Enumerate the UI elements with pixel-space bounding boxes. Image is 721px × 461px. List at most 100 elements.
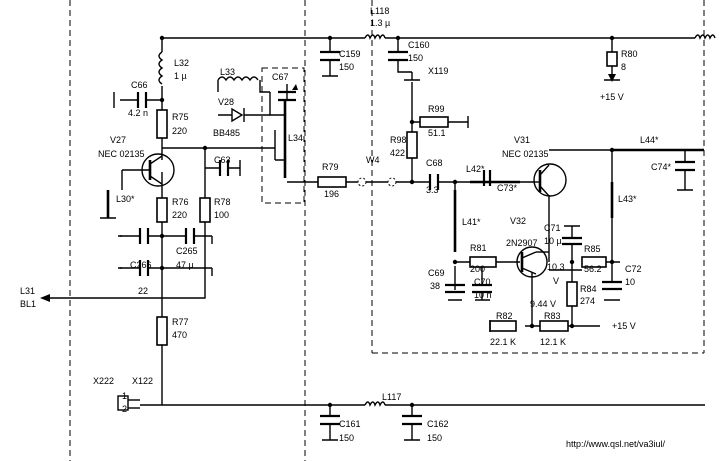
component-label: 470: [172, 330, 187, 340]
arrow-down-icon: [608, 74, 616, 82]
component-label: NEC 02135: [98, 149, 145, 159]
component-label: NEC 02135: [502, 149, 549, 159]
component-label: 100: [214, 210, 229, 220]
component-label: 274: [580, 296, 595, 306]
component-label: X222: [93, 376, 114, 386]
junction-dots: [159, 35, 615, 408]
capacitor-C66: [136, 92, 148, 108]
resistor-R80: [606, 51, 618, 67]
component-label: 10 n: [474, 290, 492, 300]
component-label: C73*: [497, 183, 518, 193]
component-label: BB485: [213, 128, 240, 138]
resistor-R99: [419, 116, 449, 128]
component-label: R78: [214, 197, 231, 207]
component-label: W4: [366, 155, 380, 165]
component-label: 220: [172, 126, 187, 136]
component-label: 2N2907: [506, 238, 538, 248]
transistor-V27: [141, 153, 175, 187]
component-label: C66: [131, 80, 148, 90]
component-label: V: [553, 276, 559, 286]
component-label: L30*: [116, 194, 135, 204]
transistor-V31: [533, 163, 567, 197]
component-label: R83: [544, 311, 561, 321]
component-label: 3.3: [426, 185, 439, 195]
inductor-L118: [364, 34, 386, 40]
capacitor-C69: [445, 283, 465, 294]
component-label: R80: [621, 49, 638, 59]
component-label: 4.2 n: [128, 108, 148, 118]
capacitor-C265: [184, 228, 196, 244]
resistor-R77: [156, 316, 168, 346]
diode-V28: [231, 107, 245, 123]
component-label: 10: [625, 277, 635, 287]
connector-X222: [117, 395, 140, 411]
component-label: R98: [390, 135, 407, 145]
capacitor-C67: [278, 90, 296, 102]
component-label: L117: [382, 392, 401, 402]
component-label: 150: [339, 62, 354, 72]
output-arrow-icon: [40, 294, 50, 302]
component-label: L41*: [462, 217, 481, 227]
capacitor-C160: [388, 50, 408, 62]
component-label: 422: [390, 148, 405, 158]
component-label: R84: [580, 284, 597, 294]
component-label: L33: [220, 67, 235, 77]
component-label: C69: [428, 268, 445, 278]
component-label: C159: [339, 49, 361, 59]
component-label: 38: [430, 281, 440, 291]
resistor-R75: [156, 109, 168, 139]
component-label: 196: [324, 189, 339, 199]
transistors: [141, 153, 567, 278]
resistor-R82: [489, 320, 517, 332]
component-label: 1 µ: [174, 71, 187, 81]
component-label: 56.2: [584, 264, 602, 274]
component-label: R81: [470, 243, 487, 253]
capacitor-C71: [562, 236, 582, 246]
transistor-V32: [516, 246, 549, 278]
inductor-L117: [364, 401, 386, 407]
inductor-L33: [217, 76, 259, 82]
component-label: 150: [427, 433, 442, 443]
component-label: 200: [470, 264, 485, 274]
component-label: V31: [514, 135, 530, 145]
component-label: 9.44 V: [530, 299, 556, 309]
component-label: L42*: [466, 164, 485, 174]
capacitor-C72: [602, 280, 622, 291]
capacitor-C63: [218, 160, 230, 176]
component-label: R82: [496, 311, 513, 321]
component-label: C71: [544, 223, 561, 233]
inductors: [106, 34, 716, 407]
component-label: C161: [339, 419, 361, 429]
component-label: R85: [584, 244, 601, 254]
resistor-R81: [469, 256, 497, 268]
capacitor-C73: [482, 170, 492, 186]
inductor-top-right: [694, 34, 716, 40]
component-label: R99: [428, 104, 445, 114]
component-label: R79: [322, 162, 339, 172]
capacitor-C266-a: [138, 260, 150, 276]
capacitor-C161: [320, 414, 340, 426]
resistor-R76: [156, 197, 168, 223]
component-label: 12.1 K: [540, 337, 566, 347]
source-url: http://www.qsl.net/va3iul/: [566, 439, 666, 449]
module-boundaries: [69, 0, 705, 461]
trimmer-arrow-icon: [292, 84, 298, 90]
component-label: 47 µ: [176, 260, 194, 270]
resistor-R98: [406, 131, 418, 159]
component-label: 220: [172, 210, 187, 220]
component-label: L43*: [618, 194, 637, 204]
component-label: +15 V: [600, 92, 624, 102]
component-label: L44*: [640, 135, 659, 145]
component-label: L34: [288, 133, 303, 143]
component-label: X119: [428, 66, 448, 76]
capacitor-C70: [472, 283, 492, 294]
component-label: +15 V: [612, 321, 636, 331]
resistor-R85: [581, 256, 607, 268]
wires: [48, 37, 705, 440]
resistors: [156, 51, 618, 346]
capacitor-C74: [675, 160, 695, 172]
component-label: 10 µ: [544, 236, 562, 246]
component-label: C63: [214, 155, 231, 165]
capacitor-C68: [428, 174, 440, 190]
